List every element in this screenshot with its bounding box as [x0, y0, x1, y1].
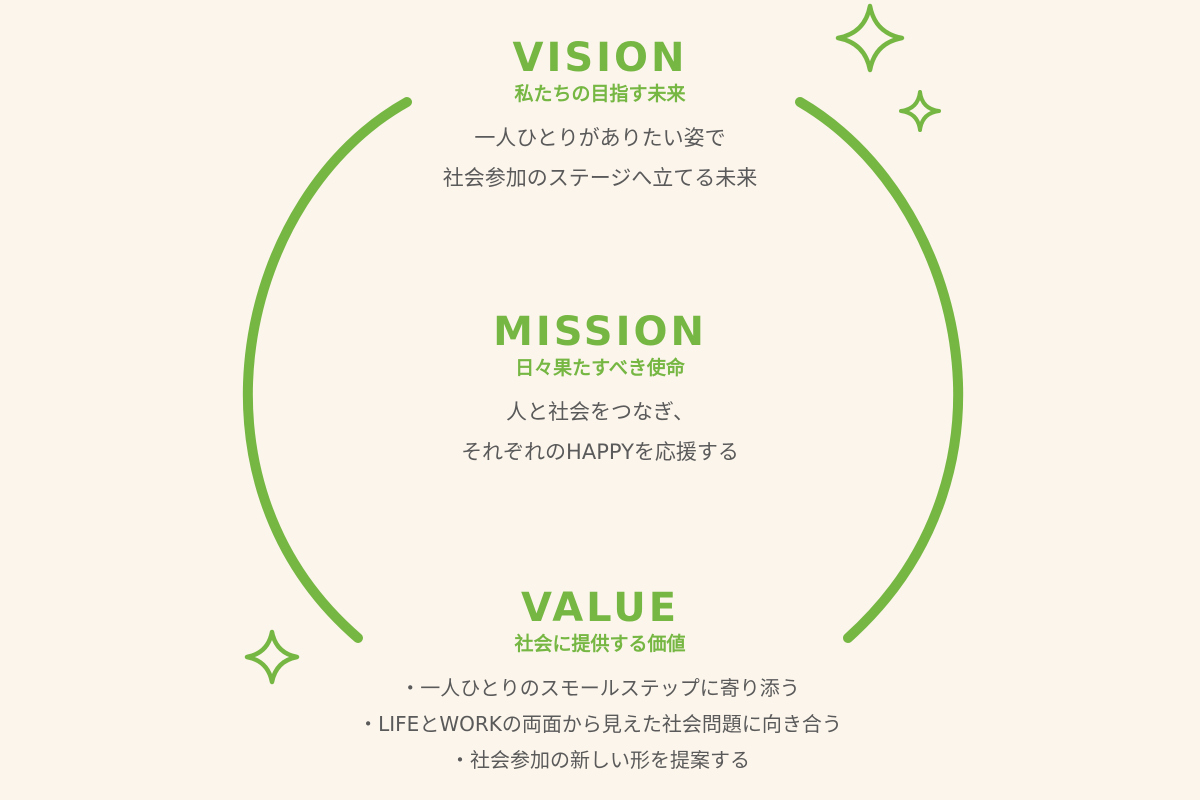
- value-title: VALUE: [520, 585, 680, 631]
- vision-title: VISION: [512, 35, 688, 81]
- value-list-item: ・LIFEとWORKの両面から見えた社会問題に向き合う: [358, 712, 842, 736]
- mission-line: 人と社会をつなぎ、: [506, 400, 694, 424]
- vision-subtitle: 私たちの目指す未来: [514, 83, 686, 105]
- mission-subtitle: 日々果たすべき使命: [515, 357, 685, 379]
- sparkle-icon: [835, 3, 905, 73]
- mission-line: それぞれのHAPPYを応援する: [461, 440, 739, 464]
- vision-line: 社会参加のステージへ立てる未来: [442, 166, 758, 190]
- value-section: VALUE 社会に提供する価値 ・一人ひとりのスモールステップに寄り添う ・LI…: [0, 586, 1200, 778]
- vision-line: 一人ひとりがありたい姿で: [474, 126, 726, 150]
- mission-description: 人と社会をつなぎ、 それぞれのHAPPYを応援する: [0, 392, 1200, 472]
- vision-section: VISION 私たちの目指す未来 一人ひとりがありたい姿で 社会参加のステージへ…: [0, 36, 1200, 198]
- mission-title: MISSION: [493, 309, 707, 355]
- value-subtitle: 社会に提供する価値: [514, 633, 686, 655]
- right-arc: [795, 97, 964, 643]
- value-list-item: ・一人ひとりのスモールステップに寄り添う: [400, 676, 800, 700]
- sparkle-icon: [244, 629, 300, 685]
- value-list: ・一人ひとりのスモールステップに寄り添う ・LIFEとWORKの両面から見えた社…: [0, 670, 1200, 778]
- value-list-item: ・社会参加の新しい形を提案する: [450, 748, 750, 772]
- mission-section: MISSION 日々果たすべき使命 人と社会をつなぎ、 それぞれのHAPPYを応…: [0, 310, 1200, 472]
- sparkle-icon: [899, 90, 941, 132]
- vision-description: 一人ひとりがありたい姿で 社会参加のステージへ立てる未来: [0, 118, 1200, 198]
- left-arc: [242, 97, 412, 643]
